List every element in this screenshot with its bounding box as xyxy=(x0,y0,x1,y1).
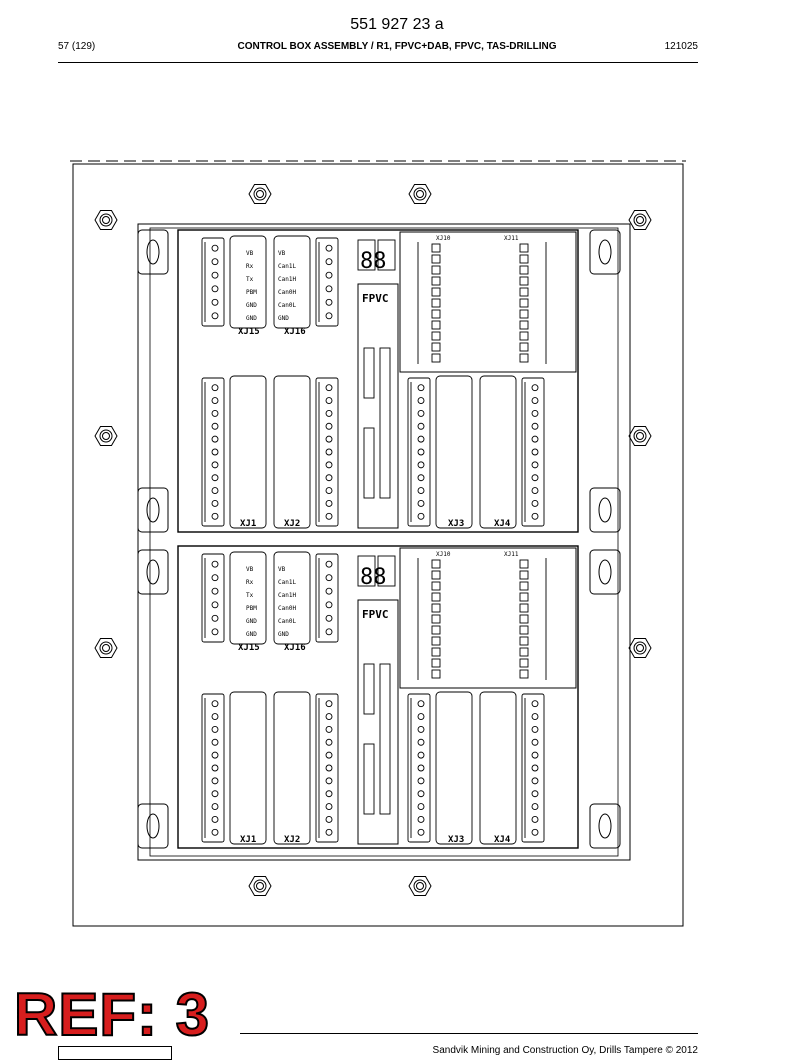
connector-label-xj15-upper: XJ15 xyxy=(238,327,260,337)
pin-header-icon xyxy=(229,691,267,845)
xj15-pin-label: VB xyxy=(246,250,254,257)
connector-label-xj10-lower: XJ10 xyxy=(436,551,451,558)
terminal-block-icon xyxy=(315,377,339,527)
terminal-block-icon xyxy=(201,237,225,327)
xj16-pin-label: VB xyxy=(278,250,286,257)
fpvc-label-upper: FPVC xyxy=(362,292,389,305)
connector-label-xj3-lower: XJ3 xyxy=(448,835,464,845)
seven-seg-digit-icon xyxy=(357,239,376,271)
hex-nut-icon xyxy=(248,183,272,205)
display-digits-lower: 88 xyxy=(360,565,387,590)
hex-nut-icon xyxy=(94,209,118,231)
footer-rule xyxy=(240,1033,698,1034)
hex-nut-icon xyxy=(408,183,432,205)
pin-header-icon xyxy=(435,691,473,845)
xj16-pin-label: Can1H xyxy=(278,592,296,599)
pin-header-icon xyxy=(273,551,311,645)
xj15-pin-label: GND xyxy=(246,618,257,625)
terminal-block-icon xyxy=(201,693,225,843)
xj16-pin-label: GND xyxy=(278,631,289,638)
pin-header-icon xyxy=(479,691,517,845)
terminal-block-icon xyxy=(201,377,225,527)
header-rule xyxy=(58,62,698,63)
terminal-block-icon xyxy=(315,693,339,843)
fpvc-label-lower: FPVC xyxy=(362,608,389,621)
ref-stamp: REF: 3 xyxy=(13,981,211,1048)
xj15-pin-label: PBM xyxy=(246,289,257,296)
pin-header-icon xyxy=(479,375,517,529)
hex-nut-icon xyxy=(628,425,652,447)
page-title: CONTROL BOX ASSEMBLY / R1, FPVC+DAB, FPV… xyxy=(237,41,557,52)
connector-label-xj2-lower: XJ2 xyxy=(284,835,300,845)
terminal-block-icon xyxy=(201,553,225,643)
pin-header-icon xyxy=(273,691,311,845)
connector-label-xj11-lower: XJ11 xyxy=(504,551,519,558)
terminal-block-icon xyxy=(521,693,545,843)
pin-header-icon xyxy=(229,551,267,645)
xj16-pin-label: Can0L xyxy=(278,618,296,625)
footer-copyright: Sandvik Mining and Construction Oy, Dril… xyxy=(432,1045,698,1056)
xj15-pin-label: GND xyxy=(246,315,257,322)
connector-label-xj1-upper: XJ1 xyxy=(240,519,256,529)
xj15-pin-label: Rx xyxy=(246,579,254,586)
control-box-drawing: FPVC 88 FPVC 88 XJ15 XJ16 XJ10 XJ11 XJ1 … xyxy=(70,160,686,927)
connector-label-xj16-upper: XJ16 xyxy=(284,327,306,337)
xj15-pin-label: PBM xyxy=(246,605,257,612)
pin-header-icon xyxy=(229,375,267,529)
xj16-pin-label: Can0H xyxy=(278,605,296,612)
terminal-block-icon xyxy=(315,237,339,327)
connector-label-xj3-upper: XJ3 xyxy=(448,519,464,529)
xj16-pin-label: Can1H xyxy=(278,276,296,283)
seven-seg-digit-icon xyxy=(377,239,396,271)
xj16-pin-label: Can0H xyxy=(278,289,296,296)
pin-header-icon xyxy=(273,375,311,529)
hex-nut-icon xyxy=(248,875,272,897)
seven-seg-digit-icon xyxy=(377,555,396,587)
display-digits-upper: 88 xyxy=(360,249,387,274)
connector-label-xj2-upper: XJ2 xyxy=(284,519,300,529)
connector-label-xj15-lower: XJ15 xyxy=(238,643,260,653)
pin-header-icon xyxy=(229,235,267,329)
connector-label-xj1-lower: XJ1 xyxy=(240,835,256,845)
connector-label-xj4-upper: XJ4 xyxy=(494,519,511,529)
terminal-block-icon xyxy=(315,553,339,643)
xj16-pin-label: Can1L xyxy=(278,579,296,586)
xj15-pin-label: GND xyxy=(246,302,257,309)
hex-nut-icon xyxy=(408,875,432,897)
xj15-pin-label: GND xyxy=(246,631,257,638)
document-number: 551 927 23 a xyxy=(350,16,444,33)
xj16-pin-label: VB xyxy=(278,566,286,573)
terminal-block-icon xyxy=(407,377,431,527)
xj15-pin-label: Tx xyxy=(246,592,254,599)
hex-nut-icon xyxy=(94,425,118,447)
seven-seg-digit-icon xyxy=(357,555,376,587)
revision-date: 121025 xyxy=(664,41,698,52)
xj16-pin-label: Can1L xyxy=(278,263,296,270)
hex-nut-icon xyxy=(628,637,652,659)
xj15-pin-label: VB xyxy=(246,566,254,573)
terminal-block-icon xyxy=(407,693,431,843)
connector-label-xj11-upper: XJ11 xyxy=(504,235,519,242)
xj15-pin-label: Tx xyxy=(246,276,254,283)
connector-label-xj10-upper: XJ10 xyxy=(436,235,451,242)
footer-logo xyxy=(58,1046,172,1060)
xj16-pin-label: Can0L xyxy=(278,302,296,309)
hex-nut-icon xyxy=(628,209,652,231)
connector-label-xj4-lower: XJ4 xyxy=(494,835,511,845)
page-counter: 57 (129) xyxy=(58,41,96,52)
pin-header-icon xyxy=(435,375,473,529)
xj15-pin-label: Rx xyxy=(246,263,254,270)
hex-nut-icon xyxy=(94,637,118,659)
terminal-block-icon xyxy=(521,377,545,527)
pin-header-icon xyxy=(273,235,311,329)
connector-label-xj16-lower: XJ16 xyxy=(284,643,306,653)
xj16-pin-label: GND xyxy=(278,315,289,322)
